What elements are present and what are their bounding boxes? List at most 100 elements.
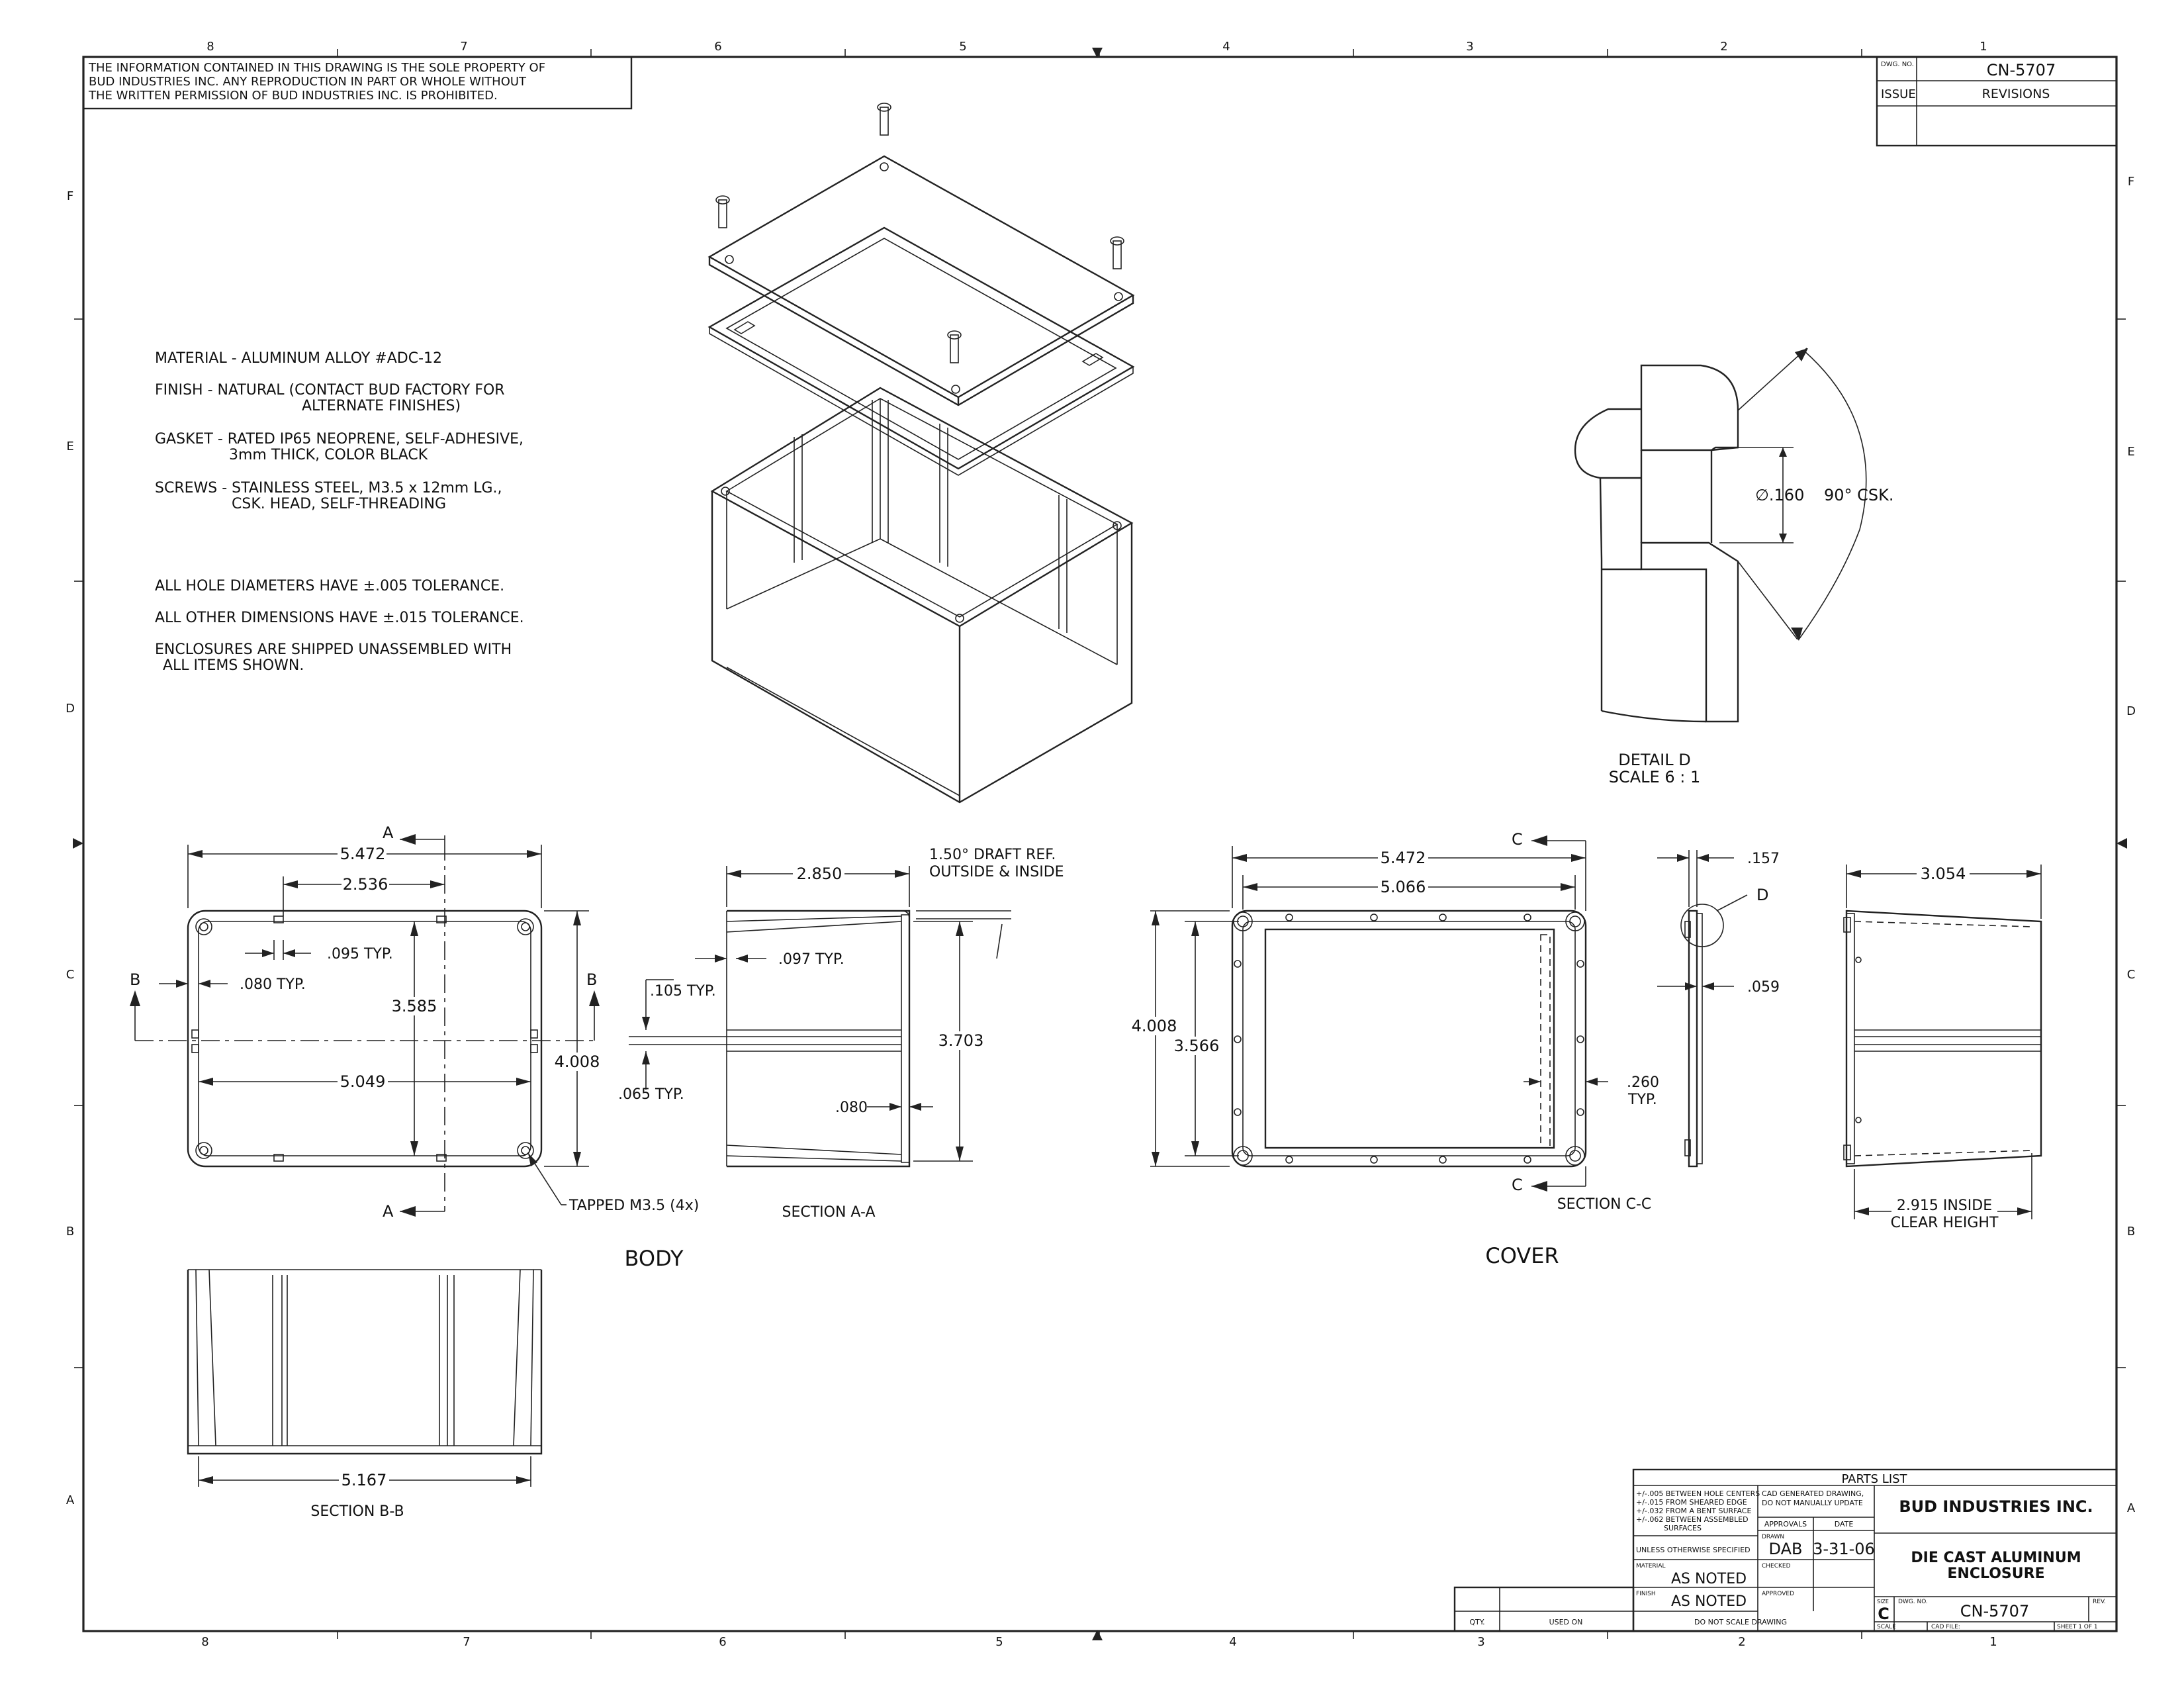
note-hole-tolerance: ALL HOLE DIAMETERS HAVE ±.005 TOLERANCE.	[155, 578, 504, 594]
tb-drawn: DAB	[1769, 1540, 1803, 1558]
section-a-bottom-label: A	[383, 1202, 394, 1221]
tb-checked-label: CHECKED	[1762, 1563, 1791, 1570]
notice-line-3: THE WRITTEN PERMISSION OF BUD INDUSTRIES…	[88, 89, 498, 103]
zone-bottom-3: 3	[1477, 1635, 1484, 1649]
note-other-tolerance: ALL OTHER DIMENSIONS HAVE ±.015 TOLERANC…	[155, 610, 524, 626]
lid-hole	[1114, 292, 1123, 301]
tb-rev-label: REV.	[2093, 1599, 2106, 1605]
zone-bottom-8: 8	[201, 1635, 208, 1649]
zone-right-F: F	[2128, 175, 2134, 189]
section-aa-draft: 1.50° DRAFT REF.	[929, 847, 1056, 863]
tb-parts-list: PARTS LIST	[1841, 1472, 1907, 1486]
section-aa-dim-080: .080	[835, 1100, 868, 1116]
section-aa-dim-065: .065 TYP.	[618, 1086, 684, 1103]
section-b-left-label: B	[130, 970, 140, 989]
rev-dwg-no-label: DWG. NO.	[1881, 61, 1914, 68]
isometric-exploded-view	[707, 103, 1135, 804]
cover-dim-260: .260	[1627, 1074, 1659, 1091]
note-finish: FINISH - NATURAL (CONTACT BUD FACTORY FO…	[155, 382, 505, 399]
note-material: MATERIAL - ALUMINUM ALLOY #ADC-12	[155, 350, 442, 367]
note-shipping: ENCLOSURES ARE SHIPPED UNASSEMBLED WITH	[155, 641, 512, 658]
zone-labels: 8 7 6 5 4 3 2 1 8 7 6 5 4 3 2 1 F E D C …	[66, 40, 2136, 1649]
section-aa-dim-105: .105 TYP.	[650, 983, 716, 1000]
body-dim-095: .095 TYP.	[327, 946, 393, 962]
tb-cad-note-2: DO NOT MANUALLY UPDATE	[1762, 1499, 1863, 1507]
notice-line-1: THE INFORMATION CONTAINED IN THIS DRAWIN…	[88, 61, 545, 75]
screw-icon	[1110, 236, 1124, 269]
section-a-a: 2.850 1.50° DRAFT REF. OUTSIDE & INSIDE …	[618, 847, 1064, 1221]
center-mark-right	[2116, 838, 2127, 849]
tb-company: BUD INDUSTRIES INC.	[1899, 1497, 2093, 1516]
body-label: BODY	[624, 1246, 683, 1271]
tb-finish-label: FINISH	[1636, 1591, 1656, 1597]
iso-body	[710, 387, 1134, 804]
body-dim-2536: 2.536	[343, 875, 388, 894]
cover-dim-4008: 4.008	[1132, 1017, 1177, 1035]
proprietary-notice: THE INFORMATION CONTAINED IN THIS DRAWIN…	[82, 56, 633, 110]
zone-top-2: 2	[1720, 40, 1727, 54]
body-dim-080: .080 TYP.	[240, 976, 306, 993]
zone-right-C: C	[2127, 968, 2136, 982]
zone-right-D: D	[2126, 704, 2136, 718]
zone-left-F: F	[67, 189, 73, 203]
tb-dwg-no: CN-5707	[1960, 1602, 2029, 1620]
zone-top-1: 1	[1979, 40, 1987, 54]
tb-tol-1: +/-.005 BETWEEN HOLE CENTERS	[1636, 1489, 1760, 1498]
zone-top-8: 8	[206, 40, 214, 54]
zone-top-7: 7	[460, 40, 467, 54]
detail-d-csk-angle: 90° CSK.	[1824, 486, 1894, 504]
body-tapped-note: TAPPED M3.5 (4x)	[569, 1197, 699, 1214]
tb-scale-label: SCALE	[1877, 1624, 1896, 1630]
section-b-right-label: B	[586, 970, 597, 989]
section-cc-detail-ref: D	[1756, 886, 1768, 904]
tb-cad-note-1: CAD GENERATED DRAWING,	[1762, 1489, 1864, 1498]
tb-date: 3-31-06	[1813, 1540, 1875, 1558]
iso-lid	[707, 155, 1135, 406]
tb-do-not-scale: DO NOT SCALE DRAWING	[1694, 1618, 1787, 1626]
detail-d-scale: SCALE 6 : 1	[1609, 768, 1700, 786]
tb-date-label: DATE	[1835, 1520, 1854, 1528]
zone-bottom-6: 6	[719, 1635, 726, 1649]
zone-left-E: E	[66, 440, 73, 453]
center-mark-bottom	[1092, 1630, 1103, 1640]
rev-revisions-label: REVISIONS	[1982, 87, 2050, 101]
screw-icon	[947, 330, 962, 363]
zone-top-5: 5	[959, 40, 966, 54]
title-block: QTY. USED ON PARTS LIST +/-.005 BETWEEN …	[1453, 1468, 2118, 1632]
cover-dim-3566: 3.566	[1174, 1037, 1220, 1055]
zone-top-3: 3	[1466, 40, 1473, 54]
tb-qty-label: QTY.	[1469, 1618, 1484, 1626]
tb-sheet: SHEET 1 OF 1	[2057, 1624, 2098, 1630]
side-clear-height: 2.915 INSIDE	[1897, 1197, 1992, 1214]
body-dim-5049: 5.049	[340, 1072, 386, 1091]
tb-tol-4: +/-.062 BETWEEN ASSEMBLED	[1636, 1515, 1749, 1524]
zone-bottom-7: 7	[463, 1635, 470, 1649]
zone-right-A: A	[2127, 1501, 2136, 1515]
tb-title-1: DIE CAST ALUMINUM	[1911, 1550, 2081, 1566]
zone-top-4: 4	[1222, 40, 1230, 54]
tb-material: AS NOTED	[1671, 1571, 1747, 1587]
tb-size: C	[1878, 1605, 1889, 1623]
iso-gasket	[707, 226, 1135, 476]
section-c-bottom-label: C	[1512, 1176, 1523, 1194]
zone-right-E: E	[2127, 445, 2134, 459]
tb-approvals: APPROVALS	[1764, 1520, 1807, 1528]
zone-left-B: B	[66, 1225, 74, 1239]
iso-screws	[715, 103, 1124, 363]
tb-tol-2: +/-.015 FROM SHEARED EDGE	[1636, 1498, 1747, 1507]
cover-dim-5066: 5.066	[1381, 878, 1426, 896]
sheet-border	[73, 48, 2127, 1640]
notice-line-2: BUD INDUSTRIES INC. ANY REPRODUCTION IN …	[89, 75, 527, 89]
note-shipping-2: ALL ITEMS SHOWN.	[163, 657, 304, 674]
zone-left-A: A	[66, 1493, 75, 1507]
section-c-c: D .157 .059 SECTION C-C	[1557, 850, 1780, 1213]
tb-title-2: ENCLOSURE	[1947, 1566, 2044, 1582]
side-dim-3054: 3.054	[1921, 865, 1966, 883]
cover-label: COVER	[1485, 1243, 1559, 1268]
section-aa-title: SECTION A-A	[782, 1204, 876, 1221]
zone-right-B: B	[2127, 1225, 2135, 1239]
zone-top-6: 6	[714, 40, 721, 54]
tb-unless: UNLESS OTHERWISE SPECIFIED	[1636, 1546, 1751, 1554]
tb-tol-5: SURFACES	[1664, 1524, 1702, 1532]
